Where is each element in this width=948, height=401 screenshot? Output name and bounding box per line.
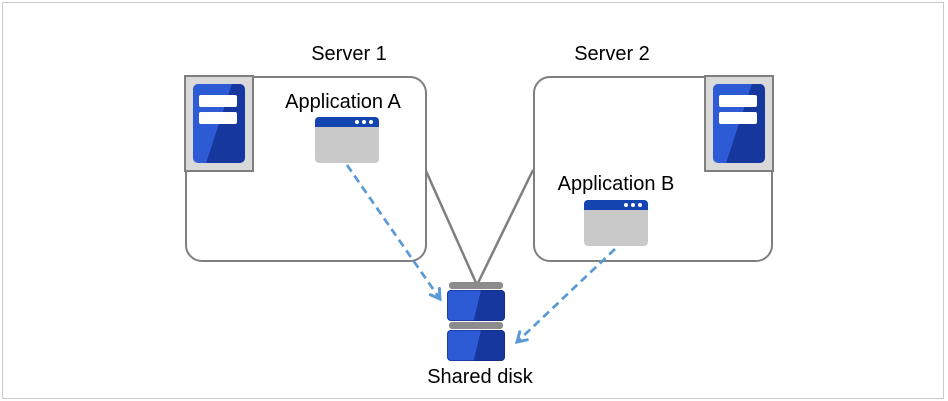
window-dot-icon <box>638 203 642 207</box>
window-buttons-icon <box>355 120 373 124</box>
application-a-window-icon <box>315 117 379 163</box>
shared-disk-icon <box>447 282 505 361</box>
application-b-to-disk-arrow <box>514 248 616 344</box>
window-buttons-icon <box>624 203 642 207</box>
window-dot-icon <box>624 203 628 207</box>
server1-icon <box>184 75 254 172</box>
window-titlebar <box>315 117 379 127</box>
window-titlebar <box>584 200 648 210</box>
server-drive-slot <box>719 112 757 124</box>
server1-label: Server 1 <box>311 43 387 65</box>
window-dot-icon <box>362 120 366 124</box>
disk-segment <box>447 290 505 321</box>
disk-platter-edge <box>449 282 503 289</box>
disk-platter-edge <box>449 322 503 329</box>
server-drive-slot <box>719 95 757 107</box>
server1-disk-connector-line <box>424 170 479 286</box>
server2-icon <box>704 75 774 172</box>
server-tower-icon <box>193 84 245 163</box>
window-dot-icon <box>369 120 373 124</box>
server-drive-slot <box>199 112 237 124</box>
application-b-window-icon <box>584 200 648 246</box>
disk-segment <box>447 330 505 361</box>
window-dot-icon <box>355 120 359 124</box>
server-drive-slot <box>199 95 237 107</box>
shared-disk-label: Shared disk <box>427 366 533 388</box>
server2-disk-connector-line <box>475 169 535 286</box>
application-b-label: Application B <box>557 173 675 195</box>
server2-label: Server 2 <box>574 43 650 65</box>
window-dot-icon <box>631 203 635 207</box>
server-tower-icon <box>713 84 765 163</box>
application-a-label: Application A <box>285 91 401 113</box>
